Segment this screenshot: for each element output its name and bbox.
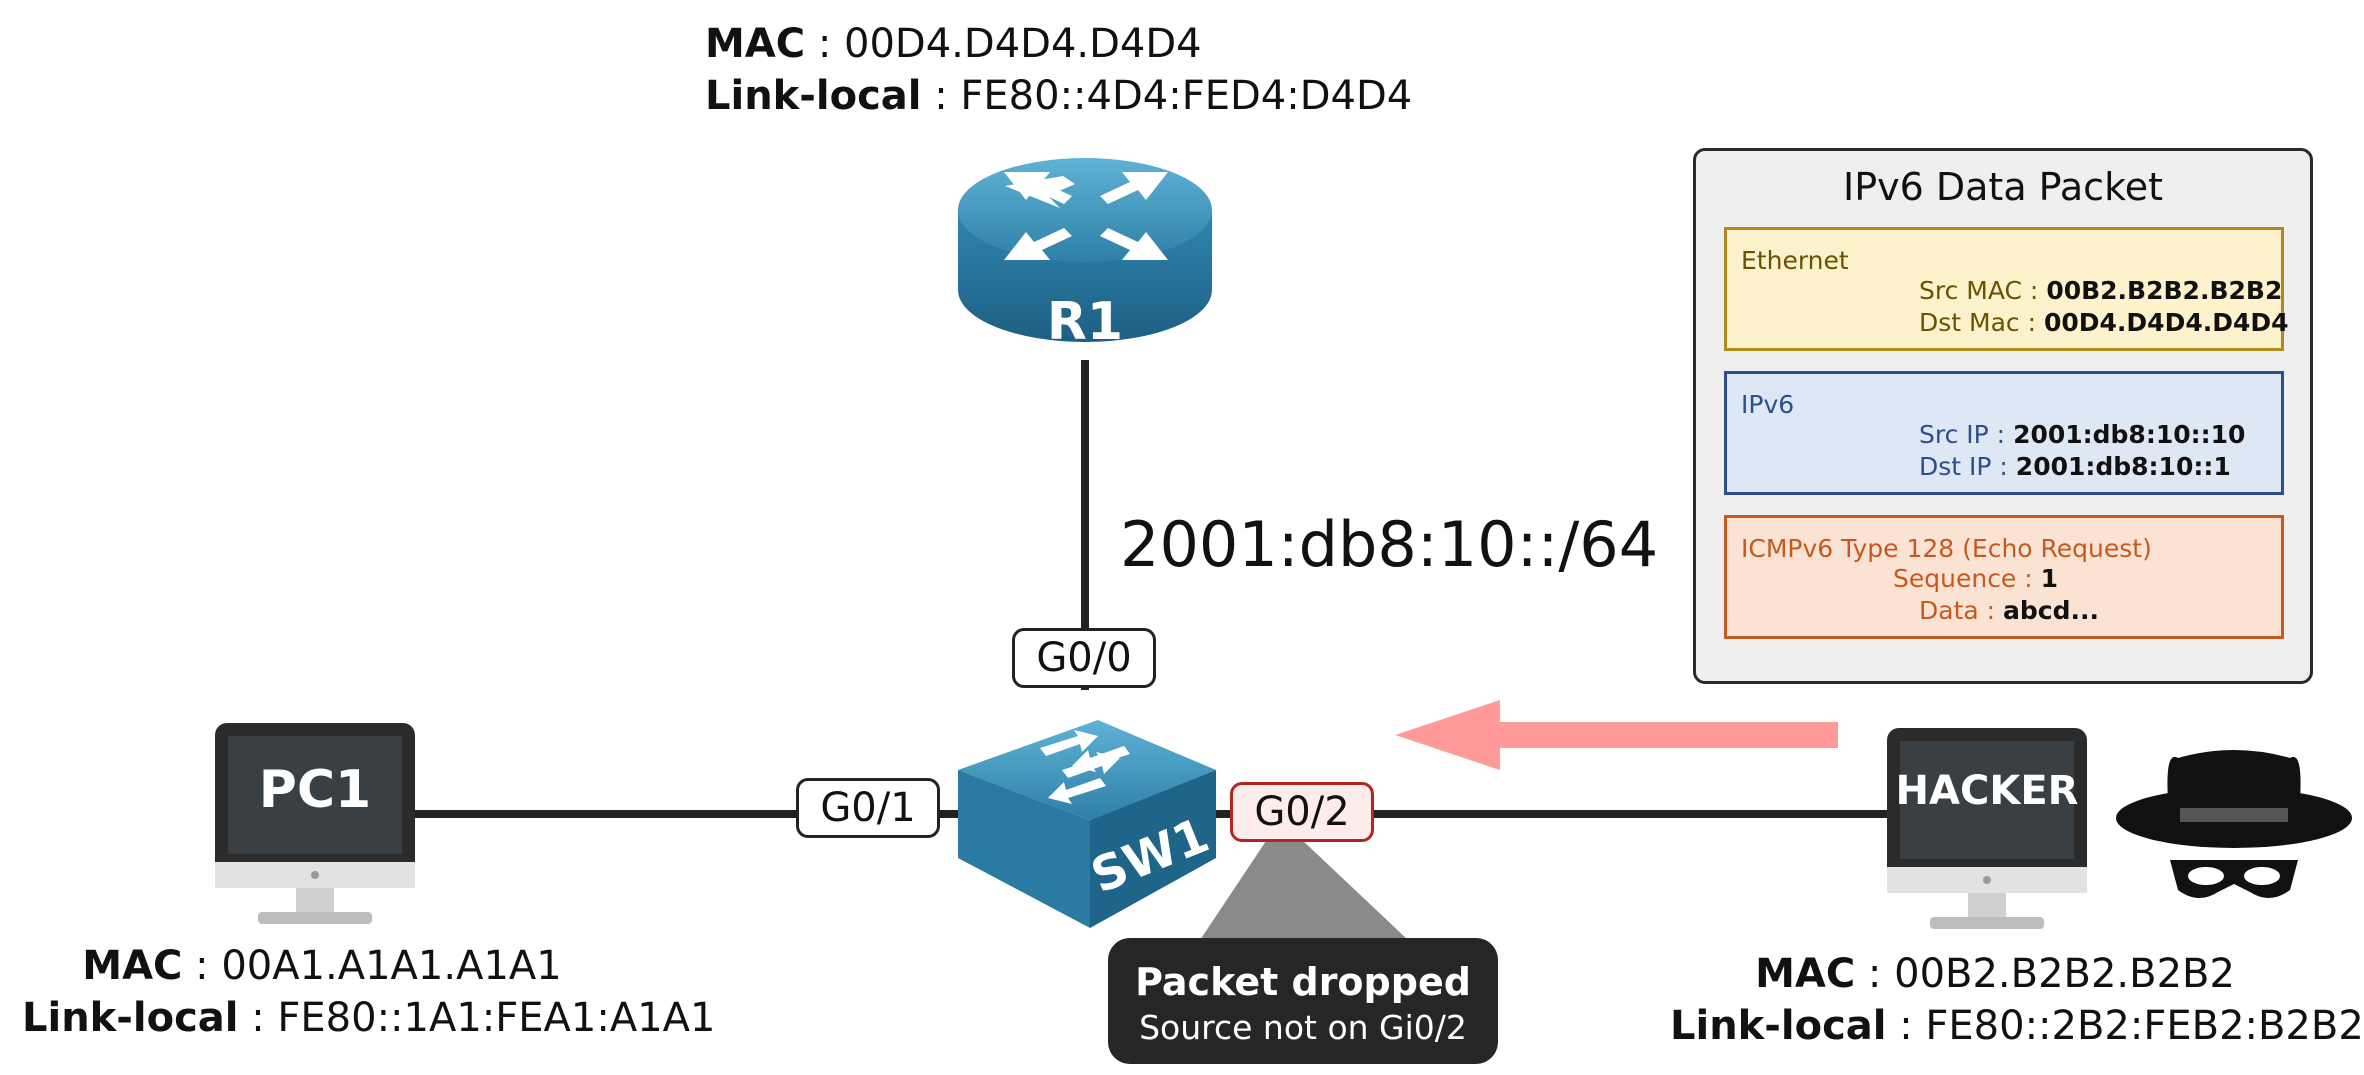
hacker-mac-label: MAC (1755, 951, 1856, 997)
ethernet-src: 00B2.B2B2.B2B2 (2046, 276, 2283, 305)
ipv6-dst-row: Dst IP : 2001:db8:10::1 (1919, 452, 2231, 481)
router-icon (958, 158, 1212, 342)
ethernet-dst: 00D4.D4D4.D4D4 (2043, 308, 2289, 337)
drop-reason: Source not on Gi0/2 (1139, 1008, 1467, 1047)
ethernet-name: Ethernet (1741, 246, 1849, 275)
icmpv6-data: abcd... (2003, 596, 2099, 625)
ipv6-name: IPv6 (1741, 390, 1795, 419)
icmpv6-data-row: Data : abcd... (1919, 596, 2099, 625)
ethernet-src-label: Src MAC : (1919, 276, 2039, 305)
hacker-mac-line: MAC : 00B2.B2B2.B2B2 (1755, 951, 2235, 997)
router-mac-line: MAC : 00D4.D4D4.D4D4 (705, 21, 1202, 67)
pc1-mac-line: MAC : 00A1.A1A1.A1A1 (82, 943, 562, 989)
router-ll: FE80::4D4:FED4:D4D4 (960, 73, 1413, 119)
packet-title: IPv6 Data Packet (1843, 165, 2163, 209)
ethernet-header: Ethernet Src MAC : 00B2.B2B2.B2B2 Dst Ma… (1724, 227, 2289, 351)
ethernet-dst-label: Dst Mac : (1919, 308, 2037, 337)
ethernet-dst-row: Dst Mac : 00D4.D4D4.D4D4 (1919, 308, 2289, 337)
attack-arrow (1395, 700, 1838, 770)
hacker-info: MAC : 00B2.B2B2.B2B2 Link-local : FE80::… (1670, 948, 2364, 1052)
ipv6-packet-box: IPv6 Data Packet Ethernet Src MAC : 00B2… (1693, 148, 2313, 684)
spy-hat-icon (2116, 750, 2352, 899)
pc1-mac: 00A1.A1A1.A1A1 (221, 943, 562, 989)
ipv6-src: 2001:db8:10::10 (2013, 420, 2246, 449)
hacker-label: HACKER (1895, 768, 2079, 814)
icmpv6-seq: 1 (2040, 564, 2059, 593)
callout-wedge (1200, 838, 1408, 940)
icmpv6-name: ICMPv6 Type 128 (Echo Request) (1741, 534, 2152, 563)
icmpv6-header: ICMPv6 Type 128 (Echo Request) Sequence … (1724, 515, 2284, 639)
port-g0-2: G0/2 (1230, 782, 1374, 842)
icmpv6-data-label: Data : (1919, 596, 1996, 625)
ipv6-dst-label: Dst IP : (1919, 452, 2008, 481)
icmpv6-seq-label: Sequence : (1893, 564, 2033, 593)
router-ll-label: Link-local (705, 73, 922, 119)
hacker-monitor-icon (1887, 728, 2087, 929)
pc1-ll-line: Link-local : FE80::1A1:FEA1:A1A1 (22, 995, 716, 1041)
router-label: R1 (1046, 292, 1124, 352)
switch-icon (958, 720, 1216, 928)
pc1-monitor-icon (215, 723, 415, 924)
icmpv6-seq-row: Sequence : 1 (1893, 564, 2058, 593)
ipv6-src-label: Src IP : (1919, 420, 2006, 449)
router-info: MAC : 00D4.D4D4.D4D4 Link-local : FE80::… (705, 18, 1412, 122)
subnet-label: 2001:db8:10::/64 (1120, 508, 1659, 581)
router-ll-line: Link-local : FE80::4D4:FED4:D4D4 (705, 73, 1413, 119)
drop-title: Packet dropped (1135, 960, 1471, 1004)
pc1-ll-label: Link-local (22, 995, 239, 1041)
pc1-label: PC1 (258, 760, 372, 820)
hacker-ll-label: Link-local (1670, 1003, 1887, 1049)
pc1-info: MAC : 00A1.A1A1.A1A1 Link-local : FE80::… (22, 940, 716, 1044)
hacker-ll-line: Link-local : FE80::2B2:FEB2:B2B2 (1670, 1003, 2364, 1049)
ipv6-src-row: Src IP : 2001:db8:10::10 (1919, 420, 2245, 449)
router-mac-label: MAC (705, 21, 806, 67)
ethernet-src-row: Src MAC : 00B2.B2B2.B2B2 (1919, 276, 2282, 305)
ipv6-header: IPv6 Src IP : 2001:db8:10::10 Dst IP : 2… (1724, 371, 2284, 495)
pc1-mac-label: MAC (82, 943, 183, 989)
hacker-ll: FE80::2B2:FEB2:B2B2 (1925, 1003, 2364, 1049)
hacker-mac: 00B2.B2B2.B2B2 (1894, 951, 2235, 997)
packet-dropped-callout: Packet dropped Source not on Gi0/2 (1108, 938, 1498, 1064)
router-mac: 00D4.D4D4.D4D4 (844, 21, 1202, 67)
port-g0-0: G0/0 (1012, 628, 1156, 688)
pc1-ll: FE80::1A1:FEA1:A1A1 (277, 995, 716, 1041)
port-g0-1: G0/1 (796, 778, 940, 838)
ipv6-dst: 2001:db8:10::1 (2015, 452, 2231, 481)
